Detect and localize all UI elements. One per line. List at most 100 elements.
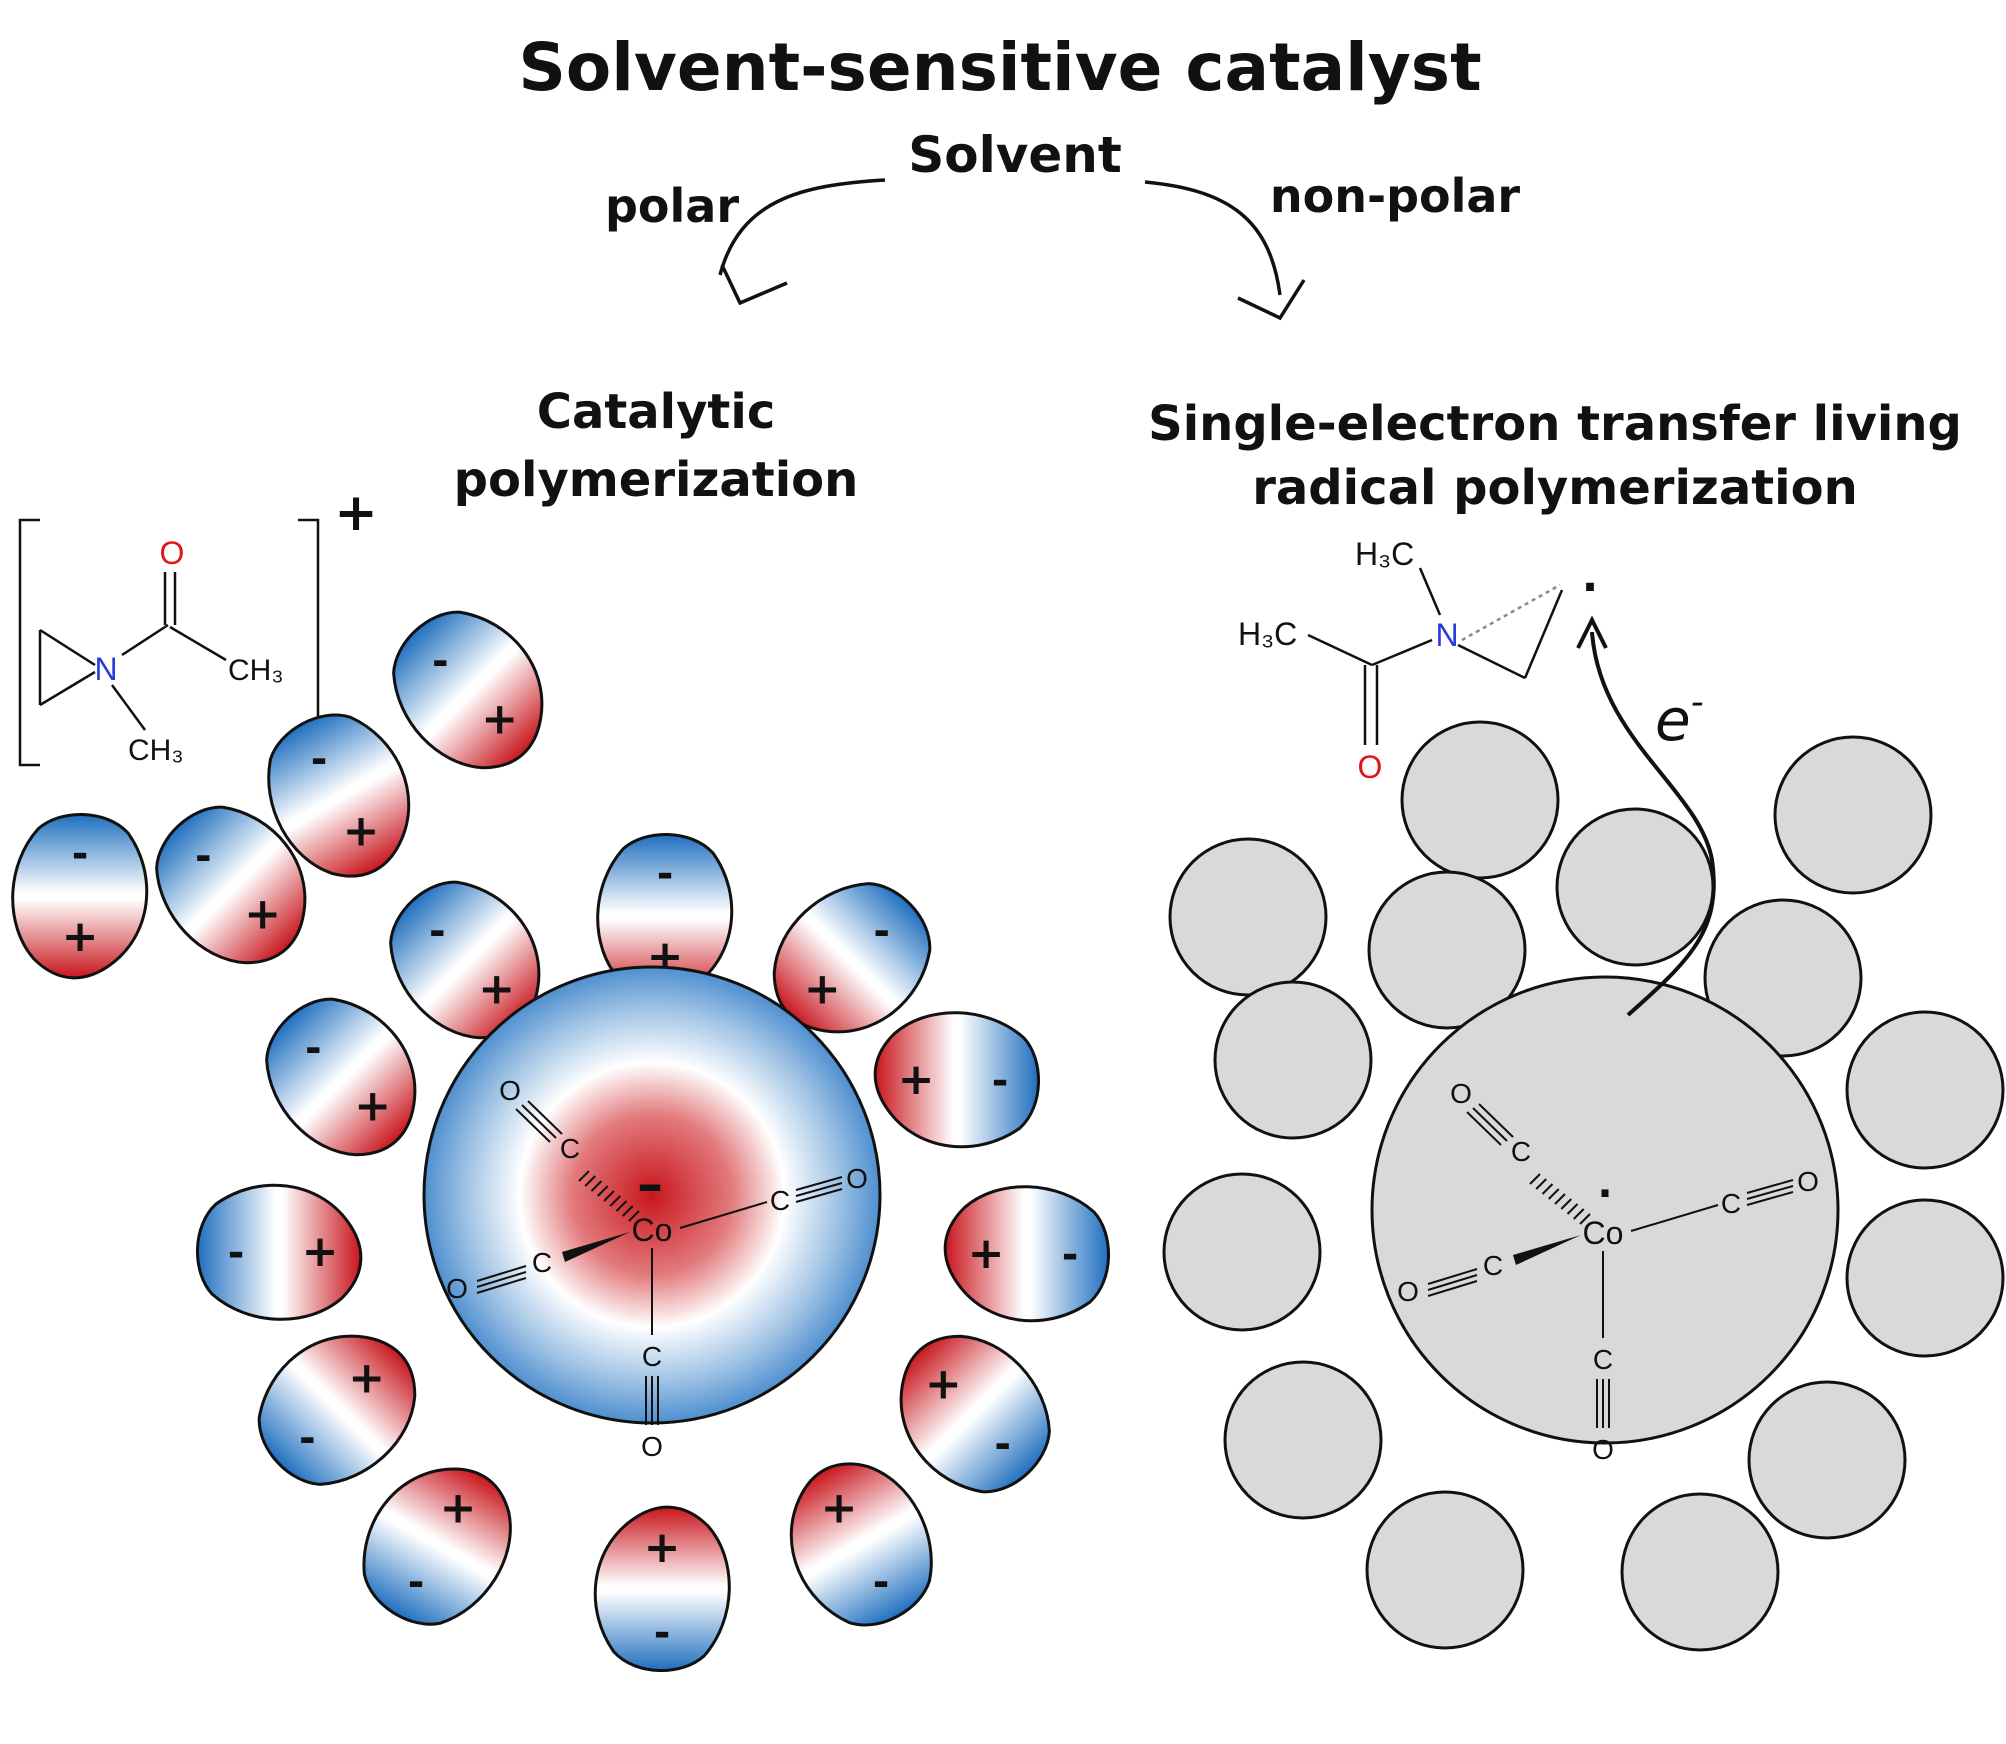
aziridinium-monomer: + N O CH₃ CH₃ xyxy=(18,483,378,767)
electron-transfer-arrow xyxy=(1590,631,1716,1017)
dipole-body xyxy=(265,997,417,1157)
dipole-positive-sign: + xyxy=(925,1358,962,1409)
ligand-carbon: C xyxy=(770,1185,790,1216)
dipole-body xyxy=(593,1505,731,1672)
non-polar-label: non-polar xyxy=(1270,169,1521,223)
dipole-molecule xyxy=(267,713,411,878)
dipole-negative-sign: - xyxy=(992,1058,1009,1104)
monomer-oxygen: O xyxy=(160,535,185,571)
dipole-negative-sign: - xyxy=(429,908,446,954)
dipole-molecule xyxy=(196,1183,363,1321)
nonpolar-solvent-molecule xyxy=(1703,898,1863,1058)
dipole-molecule xyxy=(265,997,417,1157)
non-polar-arrowhead xyxy=(1237,279,1306,321)
cobalt-atom: Co xyxy=(1583,1215,1624,1251)
radical-methyl-top: H₃C xyxy=(1355,536,1414,572)
ligand-carbon: C xyxy=(1483,1250,1503,1281)
nonpolar-catalyst-core xyxy=(1370,975,1840,1445)
ligand-oxygen: O xyxy=(1450,1078,1472,1109)
dipole-positive-sign: + xyxy=(354,1081,391,1132)
dipole-negative-sign: - xyxy=(299,1416,316,1462)
nonpolar-solvent-molecule xyxy=(1162,1172,1322,1332)
nonpolar-solvent-molecule xyxy=(1845,1198,2005,1358)
dipole-body xyxy=(362,1467,512,1626)
dipole-negative-sign: - xyxy=(657,851,674,897)
dipole-negative-sign: - xyxy=(72,831,89,877)
dipole-positive-sign: + xyxy=(821,1483,858,1534)
ligand-oxygen: O xyxy=(1797,1166,1819,1197)
nonpolar-solvent-molecule xyxy=(1213,980,1373,1140)
dipole-molecule xyxy=(899,1334,1051,1494)
dipole-negative-sign: - xyxy=(195,833,212,879)
monomer-nitrogen: N xyxy=(94,651,117,687)
dipole-body xyxy=(389,880,541,1040)
dipole-negative-sign: - xyxy=(873,908,890,954)
dipole-molecule xyxy=(789,1462,933,1627)
dipole-molecule xyxy=(389,880,541,1040)
dipole-body xyxy=(789,1462,933,1627)
dipole-molecule xyxy=(593,1505,731,1672)
nonpolar-solvent-molecule xyxy=(1773,735,1933,895)
radical-dot: · xyxy=(1582,562,1599,613)
set-lrp-heading-line1: Single-electron transfer living xyxy=(1148,396,1962,452)
dipole-negative-sign: - xyxy=(305,1025,322,1071)
solvent-label: Solvent xyxy=(908,126,1122,184)
dipole-body xyxy=(257,1334,417,1486)
dipole-molecule xyxy=(392,610,544,770)
ligand-oxygen: O xyxy=(641,1431,663,1462)
dipole-negative-sign: - xyxy=(654,1610,671,1656)
dipole-body xyxy=(873,1011,1040,1149)
nonpolar-solvent-molecule xyxy=(1620,1492,1780,1652)
nonpolar-solvent-molecule xyxy=(1168,837,1328,997)
cobalt-radical-dot: · xyxy=(1597,1171,1612,1217)
set-lrp-heading-line2: radical polymerization xyxy=(1252,460,1858,516)
dipole-negative-sign: - xyxy=(408,1559,425,1605)
dipole-positive-sign: + xyxy=(898,1054,935,1105)
dipole-molecule xyxy=(772,882,932,1034)
dipole-positive-sign: + xyxy=(644,1522,681,1573)
dipole-molecule xyxy=(943,1185,1110,1323)
ligand-carbon: C xyxy=(642,1341,662,1372)
dipole-positive-sign: + xyxy=(348,1352,385,1403)
electron-symbol: e xyxy=(1655,686,1691,754)
ligand-oxygen: O xyxy=(499,1075,521,1106)
monomer-methyl-down: CH₃ xyxy=(128,734,184,767)
dipole-negative-sign: - xyxy=(228,1230,245,1276)
ligand-oxygen: O xyxy=(1592,1434,1614,1465)
radical-nitrogen: N xyxy=(1435,617,1458,653)
ligand-carbon: C xyxy=(560,1133,580,1164)
monomer-methyl-right: CH₃ xyxy=(228,654,284,687)
nonpolar-solvent-molecule xyxy=(1367,870,1527,1030)
radical-oxygen: O xyxy=(1358,749,1383,785)
nonpolar-solvent-molecule xyxy=(1747,1380,1907,1540)
dipole-body xyxy=(899,1334,1051,1494)
dipole-body xyxy=(943,1185,1110,1323)
ligand-oxygen: O xyxy=(846,1163,868,1194)
dipole-positive-sign: + xyxy=(481,694,518,745)
nonpolar-solvent-molecule xyxy=(1400,720,1560,880)
dipole-body xyxy=(11,813,149,980)
dipole-negative-sign: - xyxy=(994,1422,1011,1468)
dipole-positive-sign: + xyxy=(62,911,99,962)
page-title: Solvent-sensitive catalyst xyxy=(518,29,1481,106)
dipole-molecule xyxy=(155,805,307,965)
nonpolar-solvent-molecule xyxy=(1555,807,1715,967)
dipole-positive-sign: + xyxy=(244,889,281,940)
ligand-carbon: C xyxy=(532,1247,552,1278)
dipole-positive-sign: + xyxy=(968,1228,1005,1279)
catalytic-heading-line2: polymerization xyxy=(454,452,859,508)
dipole-negative-sign: - xyxy=(311,737,328,783)
ligand-oxygen: O xyxy=(1397,1276,1419,1307)
dipole-body xyxy=(155,805,307,965)
ion-charge: + xyxy=(334,483,378,543)
electron-label: e- xyxy=(1655,682,1704,754)
nonpolar-solvent-molecule xyxy=(1845,1010,2005,1170)
dipole-molecule xyxy=(11,813,149,980)
dipole-molecule xyxy=(257,1334,417,1486)
dipole-negative-sign: - xyxy=(873,1559,890,1605)
ligand-carbon: C xyxy=(1593,1344,1613,1375)
cobalt-atom: Co xyxy=(632,1212,673,1248)
